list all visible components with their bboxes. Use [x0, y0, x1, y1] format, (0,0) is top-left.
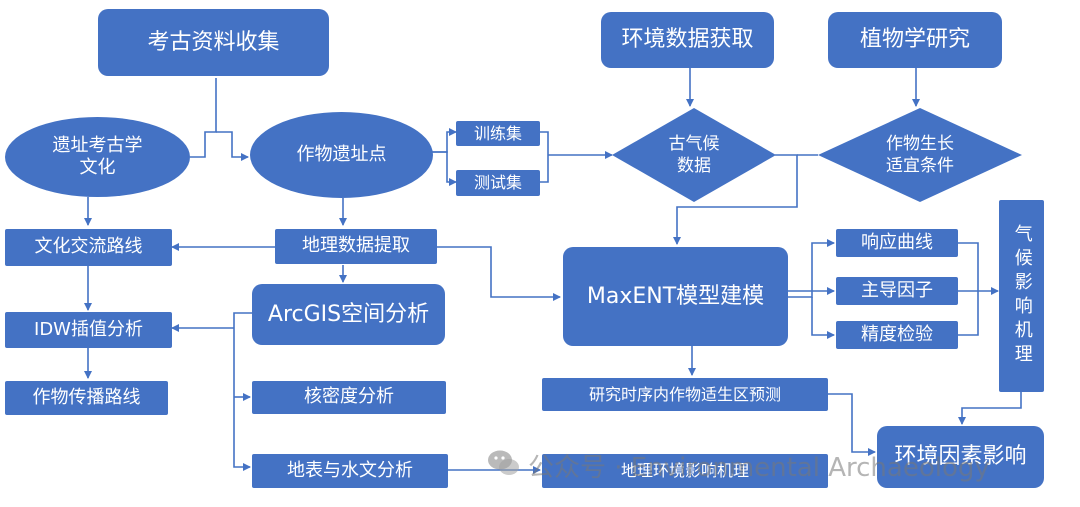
node-surface-hydro: 地表与水文分析: [252, 454, 448, 488]
edge-arcgis-branch: [233, 312, 252, 471]
edge-prediction-to-impact: [828, 393, 876, 456]
edge-mech-to-impact: [958, 392, 1022, 425]
wechat-icon: [488, 450, 519, 475]
node-botany: 植物学研究: [828, 12, 1002, 68]
node-geo-extract: 地理数据提取: [275, 229, 437, 264]
node-test-set: 测试集: [456, 170, 540, 196]
edge-maxent-to-response: [788, 239, 835, 298]
node-geo-env-mech: 地理环境影响机理: [542, 454, 828, 488]
edge-response-to-mech: [958, 242, 979, 291]
edge-geo-to-maxent: [437, 246, 561, 301]
node-prediction: 研究时序内作物适生区预测: [542, 378, 828, 411]
node-main-factor: 主导因子: [836, 277, 958, 305]
node-climate-mech: 气候影响机理: [999, 200, 1044, 392]
node-spread-route: 作物传播路线: [5, 381, 168, 415]
node-site-culture: 遗址考古学 文化: [5, 117, 190, 197]
edge-sets-to-paleo: [540, 131, 549, 183]
node-paleoclimate: 古气候 数据: [612, 108, 776, 202]
node-env-impact: 环境因素影响: [877, 426, 1044, 488]
node-culture-route: 文化交流路线: [5, 229, 172, 266]
watermark: 公众号 · Environmental Archaeology: [528, 453, 990, 483]
node-env-data: 环境数据获取: [601, 12, 774, 68]
edge-maxent-to-accuracy: [811, 297, 835, 339]
node-idw: IDW插值分析: [5, 312, 172, 348]
node-archaeo-collect: 考古资料收集: [98, 9, 329, 76]
node-crop-sites: 作物遗址点: [250, 112, 433, 198]
node-accuracy: 精度检验: [836, 321, 958, 349]
node-maxent: MaxENT模型建模: [563, 247, 788, 346]
edge-crop-to-train: [432, 128, 457, 153]
node-train-set: 训练集: [456, 121, 540, 146]
node-arcgis: ArcGIS空间分析: [252, 284, 445, 345]
node-response-curve: 响应曲线: [836, 229, 958, 257]
node-growth-cond: 作物生长 适宜条件: [818, 108, 1022, 202]
edge-collect-split: [190, 78, 217, 158]
node-kernel: 核密度分析: [252, 381, 446, 414]
edge-crop-to-test: [432, 151, 457, 186]
edge-climate-to-maxent: [673, 154, 798, 245]
edge-accuracy-to-mech: [958, 291, 979, 336]
edge-collect-to-crop: [216, 131, 249, 161]
